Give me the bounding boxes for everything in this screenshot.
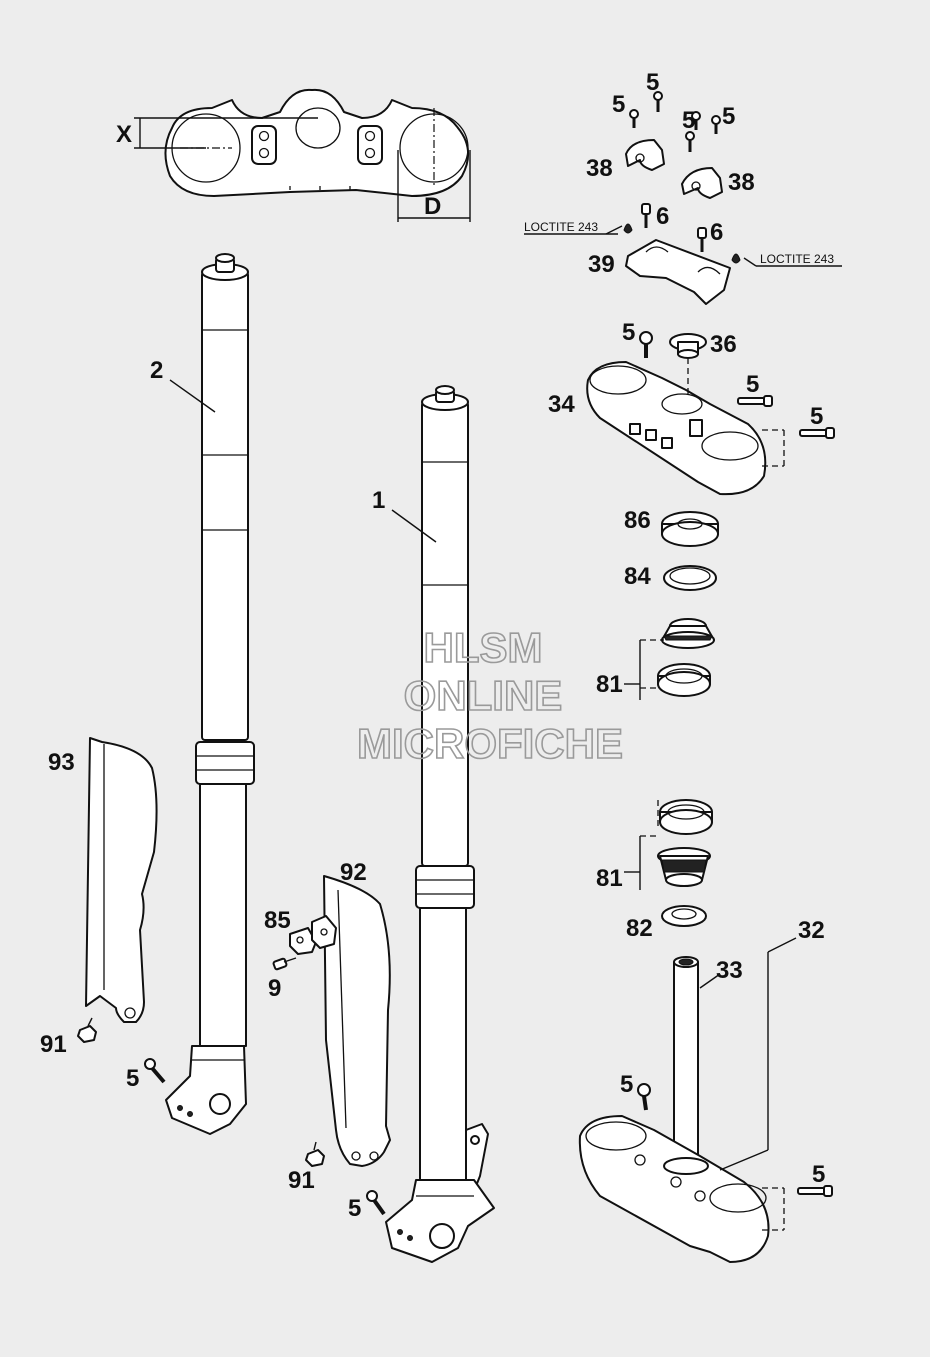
part-label-81-lower: 81 — [596, 865, 623, 892]
part-label-84: 84 — [624, 563, 651, 590]
fork-guard-left: 93 — [48, 737, 158, 1023]
seal-ring-84: 84 — [624, 563, 717, 591]
fork-leg-right: 1 — [372, 385, 495, 1263]
part-label-1: 1 — [372, 487, 385, 514]
fork-leg-left: 2 — [150, 253, 255, 1135]
dimension-label-d: D — [424, 193, 441, 220]
bolt-91-right: 91 — [288, 1141, 325, 1194]
part-label-5-clamp-mid: 5 — [682, 107, 695, 134]
part-label-6-left: 6 — [656, 203, 669, 230]
part-label-5-lower-pinch: 5 — [812, 1161, 825, 1188]
screw-9: 9 — [268, 957, 297, 1002]
watermark: HLSM ONLINE MICROFICHE — [356, 623, 624, 768]
part-label-5-lower-clamp: 5 — [620, 1071, 633, 1098]
loctite-note-left-text: LOCTITE 243 — [524, 220, 598, 234]
part-label-81-upper: 81 — [596, 671, 623, 698]
screw-5-lower-clamp: 5 — [620, 1071, 651, 1111]
part-label-32: 32 — [798, 917, 825, 944]
watermark-line-1: HLSM — [424, 624, 543, 671]
part-label-93: 93 — [48, 749, 75, 776]
loctite-note-right: LOCTITE 243 — [731, 252, 842, 267]
fork-guard-right: 92 — [323, 859, 391, 1167]
part-label-82: 82 — [626, 915, 653, 942]
part-label-33: 33 — [716, 957, 743, 984]
part-label-39: 39 — [588, 251, 615, 278]
upper-triple-clamp: 34 — [548, 358, 785, 496]
part-label-6-right: 6 — [710, 219, 723, 246]
bearing-upper-81: 81 — [596, 618, 715, 700]
part-label-5-upper-b: 5 — [810, 403, 823, 430]
part-label-2: 2 — [150, 357, 163, 384]
bearing-lower-81: 81 — [596, 799, 713, 892]
brake-line-clamp: 85 — [264, 907, 337, 955]
screw-5-top-clamp: 5 — [622, 319, 653, 358]
pinch-bolt-upper-b: 5 — [799, 403, 835, 439]
part-label-86: 86 — [624, 507, 651, 534]
part-label-91-left: 91 — [40, 1031, 67, 1058]
part-label-9: 9 — [268, 975, 281, 1002]
part-label-34: 34 — [548, 391, 575, 418]
part-label-38-right: 38 — [728, 169, 755, 196]
part-label-5-fork-left: 5 — [126, 1065, 139, 1092]
part-label-5-clamp-left: 5 — [612, 91, 625, 118]
handlebar-clamp-upper-left: 38 — [586, 139, 665, 182]
part-label-36: 36 — [710, 331, 737, 358]
watermark-line-2: ONLINE — [404, 672, 563, 719]
dimension-label-x: X — [116, 121, 132, 148]
stem-nut: 36 — [669, 331, 737, 359]
triple-clamp-dimension-view: X D — [116, 88, 471, 222]
part-label-5-top-clamp: 5 — [622, 319, 635, 346]
pinch-bolt-upper-a: 5 — [737, 371, 773, 407]
part-label-91-right: 91 — [288, 1167, 315, 1194]
bolt-91-left: 91 — [40, 1017, 97, 1058]
loctite-note-left: LOCTITE 243 — [524, 220, 633, 235]
screw-6-right: 6 — [697, 219, 723, 252]
lower-triple-clamp: 33 32 — [578, 917, 825, 1263]
part-label-92: 92 — [340, 859, 367, 886]
pinch-bolt-lower: 5 — [797, 1161, 833, 1197]
handlebar-clamp-screws: 5 5 5 5 — [612, 69, 735, 152]
handlebar-clamp-upper-right: 38 — [681, 167, 755, 199]
dust-seal-86: 86 — [624, 507, 719, 547]
part-label-5-clamp-top: 5 — [646, 69, 659, 96]
loctite-note-right-text: LOCTITE 243 — [760, 252, 834, 266]
watermark-line-3: MICROFICHE — [357, 720, 623, 767]
part-label-5-clamp-right: 5 — [722, 103, 735, 130]
handlebar-clamp-base: 39 — [588, 239, 731, 305]
screw-5-fork-right: 5 — [348, 1190, 386, 1222]
screw-5-fork-left: 5 — [126, 1058, 166, 1092]
part-label-5-upper-a: 5 — [746, 371, 759, 398]
seal-82: 82 — [626, 905, 707, 942]
part-label-5-fork-right: 5 — [348, 1195, 361, 1222]
part-label-85: 85 — [264, 907, 291, 934]
screw-6-left: 6 — [641, 203, 669, 230]
part-label-38-left: 38 — [586, 155, 613, 182]
